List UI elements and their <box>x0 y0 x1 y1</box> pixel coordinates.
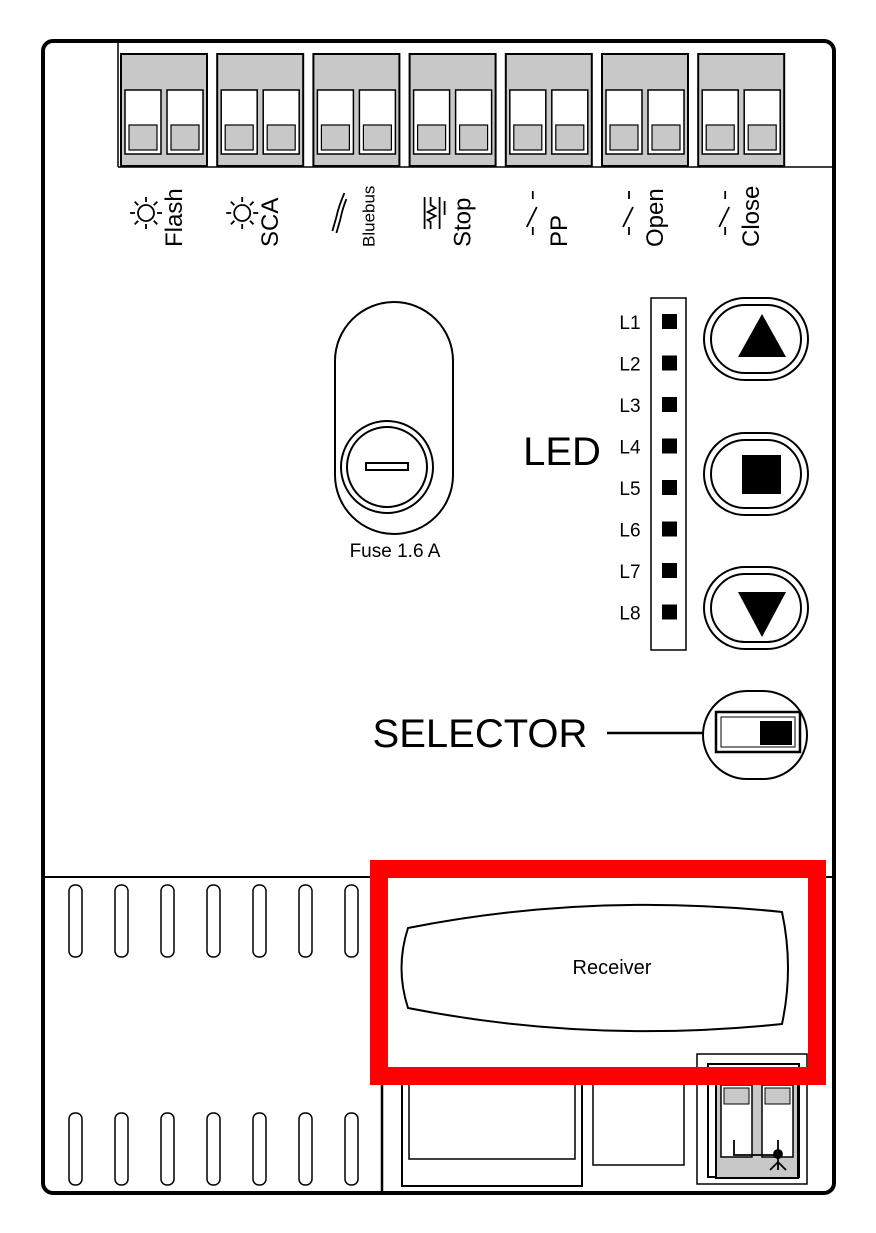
svg-text:L7: L7 <box>619 562 640 583</box>
lower-component-large <box>401 1082 583 1187</box>
terminal-block-flash[interactable] <box>120 53 208 167</box>
led-l1: L1 <box>619 313 677 334</box>
svg-text:L2: L2 <box>619 355 640 376</box>
switch-contact-icon <box>525 191 538 235</box>
terminal-block-sca[interactable] <box>216 53 305 167</box>
terminal-label-pp: PP <box>546 215 573 247</box>
led-l6: L6 <box>619 521 677 542</box>
selector-label: SELECTOR <box>373 712 588 756</box>
terminal-label-bluebus: Bluebus <box>359 186 378 247</box>
led-l7: L7 <box>619 562 677 583</box>
stop-contact-icon <box>423 197 446 229</box>
switch-contact-icon <box>718 191 731 235</box>
terminal-label-row: Flash SCA Bluebus Stop PP Open Close <box>130 186 765 247</box>
triangle-down-icon <box>738 592 786 637</box>
led-l8: L8 <box>619 604 677 625</box>
fuse-label: Fuse 1.6 A <box>350 541 441 562</box>
selector-knob <box>760 721 792 745</box>
terminal-block-bluebus[interactable] <box>312 53 401 167</box>
lower-component-small <box>592 1082 685 1166</box>
svg-text:L5: L5 <box>619 479 640 500</box>
terminal-block-stop[interactable] <box>408 53 497 167</box>
switch-contact-icon <box>622 191 634 235</box>
led-l4: L4 <box>619 438 677 459</box>
vent-slot <box>206 1112 221 1186</box>
terminal-block-close[interactable] <box>697 53 786 167</box>
square-stop-icon <box>742 455 781 494</box>
up-button[interactable] <box>703 297 809 381</box>
terminal-label-sca: SCA <box>257 198 284 247</box>
lamp-icon <box>226 197 259 229</box>
vent-slot <box>252 1112 267 1186</box>
vent-slot <box>206 884 221 958</box>
triangle-up-icon <box>738 314 786 357</box>
vent-slot <box>160 1112 175 1186</box>
vent-slot <box>160 884 175 958</box>
terminal-block-row <box>120 53 786 167</box>
led-l3: L3 <box>619 396 677 417</box>
lamp-icon <box>130 197 162 229</box>
svg-text:L1: L1 <box>619 313 640 334</box>
vent-slot <box>298 1112 313 1186</box>
svg-text:L3: L3 <box>619 396 640 417</box>
vent-slot <box>68 1112 83 1186</box>
vent-slot <box>344 884 359 958</box>
svg-text:L8: L8 <box>619 604 640 625</box>
stop-button[interactable] <box>703 432 809 516</box>
svg-text:L6: L6 <box>619 521 640 542</box>
terminal-label-flash: Flash <box>161 188 188 247</box>
terminal-block-open[interactable] <box>601 53 689 167</box>
antenna-ground-icon <box>733 1140 787 1171</box>
ventilation-slots <box>68 884 359 1186</box>
vent-slot <box>114 1112 129 1186</box>
led-l5: L5 <box>619 479 677 500</box>
receiver-module[interactable] <box>400 903 789 1033</box>
terminal-block-pp[interactable] <box>504 53 593 167</box>
vent-slot <box>68 884 83 958</box>
terminal-label-stop: Stop <box>450 198 477 247</box>
highlight-box <box>370 860 826 1085</box>
vent-slot <box>252 884 267 958</box>
terminal-label-open: Open <box>642 188 669 247</box>
led-strip <box>650 297 687 651</box>
led-title: LED <box>523 430 601 474</box>
down-button[interactable] <box>703 566 809 650</box>
bluebus-icon <box>331 192 348 234</box>
vent-slot <box>298 884 313 958</box>
fuse-holder[interactable] <box>334 301 454 535</box>
svg-text:L4: L4 <box>619 438 641 459</box>
receiver-label: Receiver <box>573 957 652 979</box>
terminal-label-close: Close <box>738 186 765 247</box>
led-l2: L2 <box>619 355 677 376</box>
vent-slot <box>344 1112 359 1186</box>
selector-switch[interactable] <box>702 690 808 780</box>
vent-slot <box>114 884 129 958</box>
